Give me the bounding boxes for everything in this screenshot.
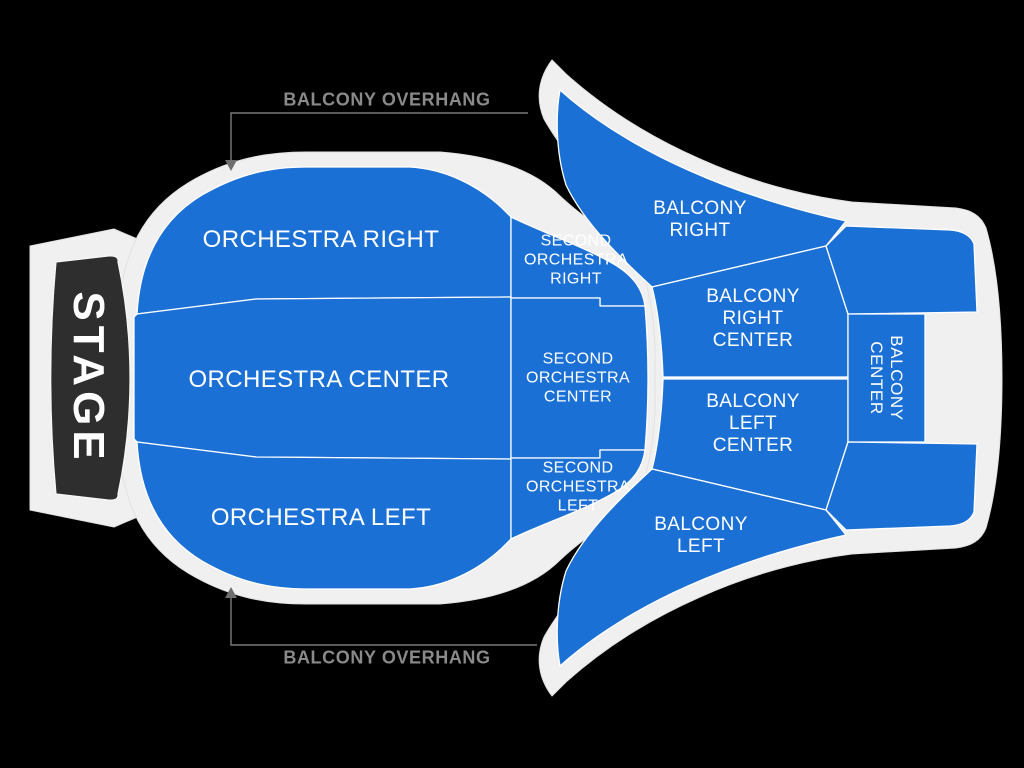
orchestra-sections-group <box>133 166 649 590</box>
section-balcony-right[interactable] <box>556 89 847 288</box>
section-second-orchestra-center[interactable] <box>510 297 649 459</box>
section-balcony-left[interactable] <box>556 468 847 667</box>
section-orchestra-right[interactable] <box>136 166 512 315</box>
section-balcony-center[interactable] <box>847 313 926 443</box>
section-balcony-box-top[interactable] <box>825 225 978 315</box>
balcony-overhang-leader-top <box>230 112 528 161</box>
balcony-overhang-leader-bottom <box>230 597 537 646</box>
section-orchestra-left[interactable] <box>136 441 512 590</box>
balcony-sections-group <box>556 89 978 667</box>
stage-block <box>50 255 131 501</box>
balcony-overhang-annotations <box>225 112 537 646</box>
section-second-orchestra-left[interactable] <box>510 449 646 540</box>
section-balcony-box-bottom[interactable] <box>825 441 978 531</box>
balcony-overhang-arrow-bottom <box>225 587 237 598</box>
section-orchestra-center[interactable] <box>133 296 512 460</box>
balcony-overhang-arrow-top <box>225 160 237 171</box>
